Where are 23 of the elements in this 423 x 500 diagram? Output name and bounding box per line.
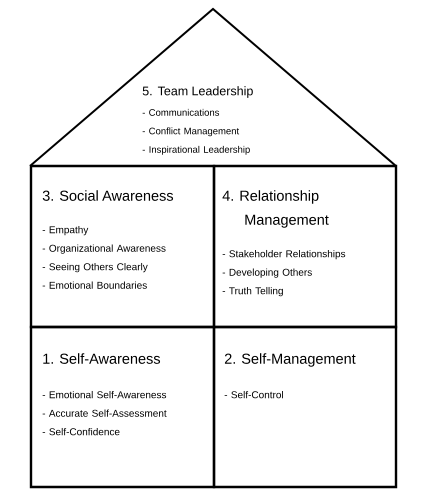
quadrant-box bbox=[30, 164, 216, 328]
list-item: - Stakeholder Relationships bbox=[222, 250, 346, 260]
list-item: - Empathy bbox=[42, 226, 88, 236]
list-item: - Emotional Self-Awareness bbox=[42, 390, 166, 398]
list-item: - Self-Confidence bbox=[42, 428, 120, 436]
quadrant-box bbox=[212, 326, 398, 488]
list-item: - Emotional Boundaries bbox=[42, 281, 147, 289]
list-item: - Truth Telling bbox=[222, 286, 283, 296]
list-item: - Seeing Others Clearly bbox=[42, 262, 148, 272]
list-item: - Communications bbox=[142, 108, 220, 116]
list-item: - Self-Control bbox=[224, 390, 283, 398]
quadrant-box bbox=[30, 326, 216, 488]
list-item: - Developing Others bbox=[222, 268, 312, 278]
heading: 1. Self-Awareness bbox=[43, 353, 160, 364]
heading: 2. Self-Management bbox=[224, 353, 356, 367]
heading: 4. Relationship Management bbox=[222, 190, 329, 228]
list-item: - Accurate Self-Assessment bbox=[42, 409, 167, 417]
list-item: - Organizational Awareness bbox=[42, 244, 166, 254]
list-item: - Inspirational Leadership bbox=[142, 146, 250, 155]
heading: 3. Social Awareness bbox=[42, 190, 174, 201]
list-item: - Conflict Management bbox=[142, 127, 240, 136]
heading: 5. Team Leadership bbox=[142, 86, 253, 98]
quadrant-box bbox=[212, 164, 398, 328]
